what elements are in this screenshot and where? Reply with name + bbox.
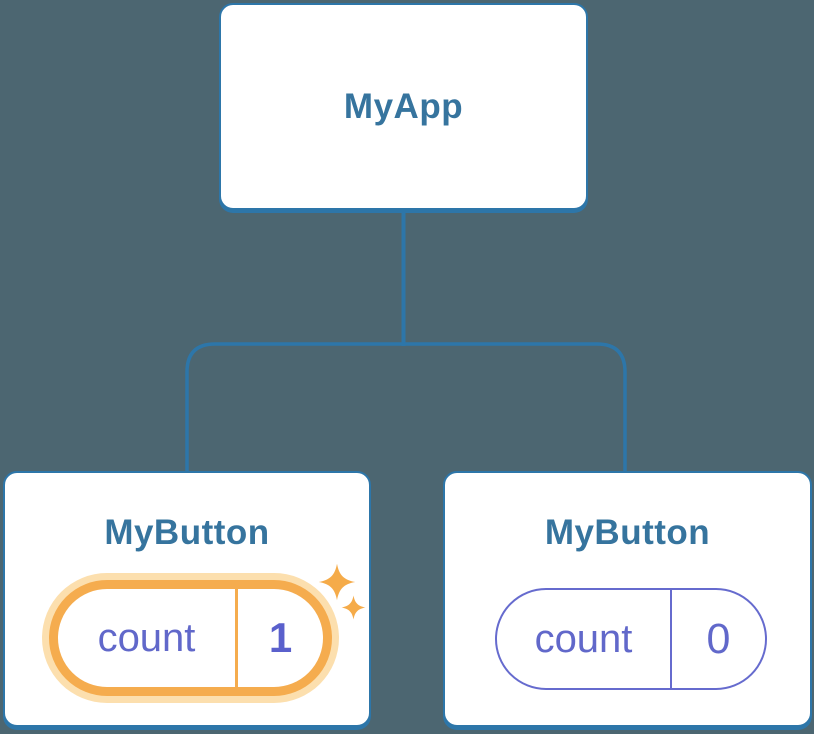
state-pill-highlight-halo: count 1 <box>42 573 339 703</box>
tree-node-left-button: MyButton count 1 <box>3 471 371 727</box>
state-name-label: count <box>97 615 196 660</box>
state-pill-highlighted: count 1 <box>49 580 332 696</box>
node-title: MyButton <box>544 513 711 552</box>
node-title: MyApp <box>343 86 464 126</box>
state-value: 0 <box>706 614 731 663</box>
state-pill: count 0 <box>495 588 767 690</box>
node-title: MyButton <box>104 513 270 552</box>
sparkle-icon-small <box>341 595 366 620</box>
state-value: 1 <box>268 614 293 661</box>
connector-branch <box>185 342 627 474</box>
tree-node-right-button: MyButton count 0 <box>443 471 812 727</box>
state-name-label: count <box>534 616 633 661</box>
sparkle-icon-large <box>318 563 356 601</box>
pill-divider <box>670 590 672 688</box>
pill-divider <box>235 589 238 687</box>
tree-node-root: MyApp <box>219 3 588 210</box>
